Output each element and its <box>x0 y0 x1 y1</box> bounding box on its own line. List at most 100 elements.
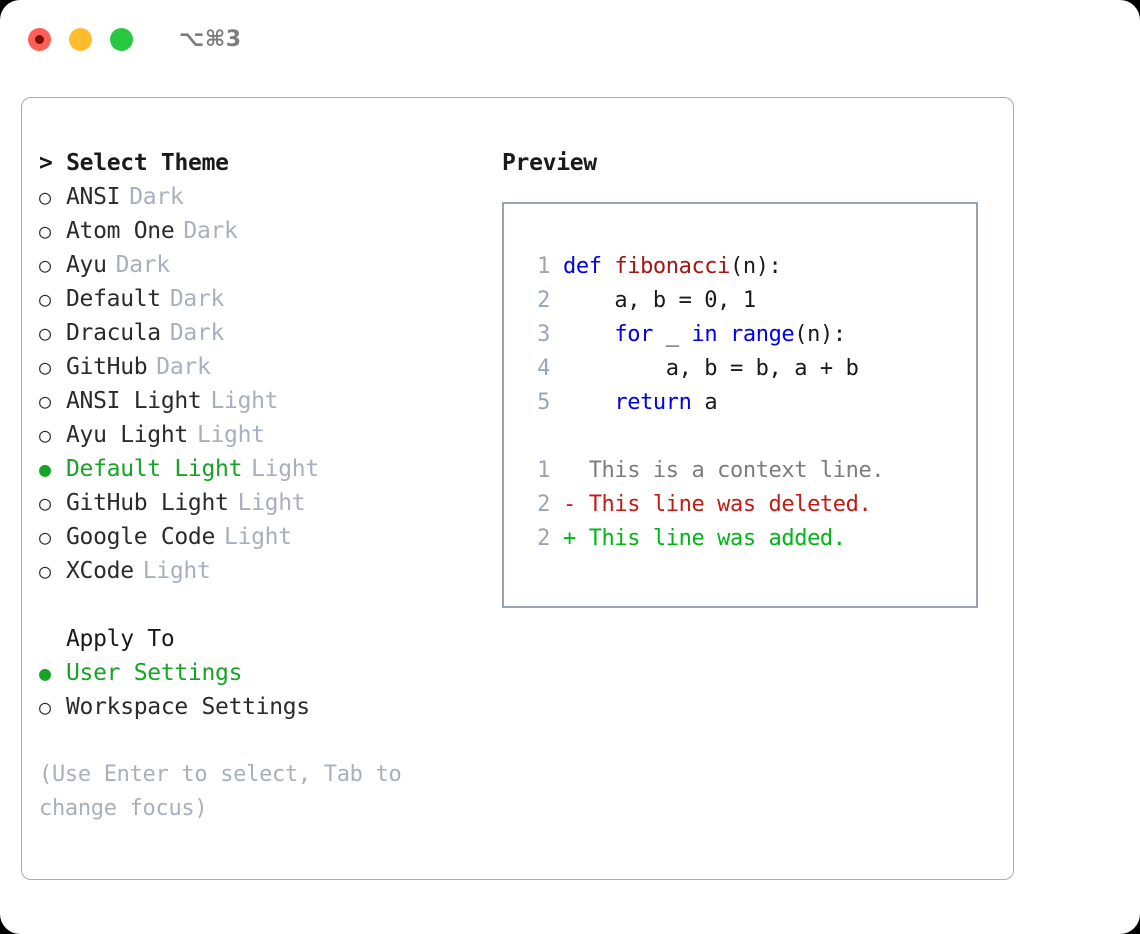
theme-option-ansi[interactable]: ○ ANSI Dark <box>39 180 490 214</box>
theme-option-label: GitHub <box>66 354 148 380</box>
code-line: 1 def fibonacci(n): <box>522 250 976 284</box>
minimize-window-button[interactable] <box>69 27 92 51</box>
theme-option-label: GitHub Light <box>66 490 229 516</box>
theme-variant-tag: Dark <box>169 320 225 346</box>
code-token-plain: (n): <box>730 254 782 279</box>
code-line: 4 a, b = b, a + b <box>522 352 976 386</box>
code-line-text: a, b = b, a + b <box>563 352 859 386</box>
radio-unselected-icon: ○ <box>39 525 51 549</box>
radio-selected-icon: ● <box>39 661 51 685</box>
code-line-number: 1 <box>537 254 550 279</box>
code-diff-spacer <box>522 420 976 454</box>
theme-variant-tag: Dark <box>183 218 238 244</box>
theme-variant-tag: Light <box>251 456 319 482</box>
select-theme-heading: > Select Theme <box>39 150 229 176</box>
theme-variant-tag: Light <box>142 558 211 584</box>
theme-option-label: XCode <box>66 558 134 584</box>
diff-line-text: This line was deleted. <box>588 492 872 517</box>
theme-option-ansi-light[interactable]: ○ ANSI Light Light <box>39 384 490 418</box>
theme-variant-tag: Dark <box>115 252 171 278</box>
close-window-button[interactable] <box>28 27 51 51</box>
window-controls <box>28 27 133 51</box>
theme-option-label: Default Light <box>66 456 243 482</box>
radio-unselected-icon: ○ <box>39 491 51 515</box>
code-token-kw: return <box>614 390 692 415</box>
theme-variant-tag: Light <box>196 422 265 448</box>
code-token-plain: _ <box>652 322 692 347</box>
keyboard-shortcut-label: ⌥⌘3 <box>179 26 242 52</box>
theme-variant-tag: Light <box>224 524 292 550</box>
radio-unselected-icon: ○ <box>39 321 51 345</box>
diff-marker: + <box>563 526 589 551</box>
code-line-number: 5 <box>537 390 550 415</box>
theme-variant-tag: Dark <box>129 184 184 210</box>
theme-option-xcode[interactable]: ○ XCode Light <box>39 554 490 588</box>
radio-unselected-icon: ○ <box>39 253 51 277</box>
radio-unselected-icon: ○ <box>39 559 51 583</box>
apply-option-workspace-settings[interactable]: ○Workspace Settings <box>39 690 490 724</box>
apply-option-label: User Settings <box>66 660 243 686</box>
code-line: 5 return a <box>522 386 976 420</box>
code-line-number: 4 <box>537 356 550 381</box>
code-token-plain <box>563 390 614 415</box>
diff-marker <box>563 454 589 488</box>
code-line-text: return a <box>563 386 717 420</box>
code-token-kw: for <box>614 322 653 347</box>
theme-option-github[interactable]: ○ GitHub Dark <box>39 350 490 384</box>
theme-variant-tag: Light <box>210 388 279 414</box>
theme-option-label: ANSI Light <box>66 388 202 414</box>
theme-variant-tag: Light <box>237 490 306 516</box>
theme-option-google-code[interactable]: ○ Google Code Light <box>39 520 490 554</box>
code-token-plain: a, b = b, a + b <box>563 356 859 381</box>
code-token-plain <box>717 322 730 347</box>
radio-selected-icon: ● <box>39 457 51 481</box>
theme-option-label: Ayu Light <box>66 422 188 448</box>
code-token-plain: a <box>691 390 718 415</box>
theme-variant-tag: Dark <box>156 354 211 380</box>
code-token-plain <box>563 322 614 347</box>
apply-option-user-settings[interactable]: ● User Settings <box>39 656 490 690</box>
diff-line-text: This is a context line. <box>588 458 885 483</box>
diff-marker: - <box>563 492 589 517</box>
radio-unselected-icon: ○ <box>39 389 51 413</box>
section-spacer <box>39 588 490 622</box>
radio-unselected-icon: ○ <box>39 355 51 379</box>
code-token-kw: in <box>691 322 718 347</box>
radio-unselected-icon: ○ <box>39 287 51 311</box>
code-line-text: def fibonacci(n): <box>563 250 782 284</box>
diff-line-number: 1 <box>537 458 550 483</box>
maximize-window-button[interactable] <box>110 27 133 51</box>
theme-option-label: Dracula <box>66 320 161 346</box>
radio-unselected-icon: ○ <box>39 185 51 209</box>
theme-option-dracula[interactable]: ○ Dracula Dark <box>39 316 490 350</box>
code-line: 2 a, b = 0, 1 <box>522 284 976 318</box>
code-line-text: a, b = 0, 1 <box>563 284 756 318</box>
preview-heading: Preview <box>502 150 597 176</box>
code-line: 3 for _ in range(n): <box>522 318 976 352</box>
diff-line: 2- This line was deleted. <box>522 488 976 522</box>
theme-option-label: ANSI <box>66 184 121 210</box>
code-line-number: 3 <box>537 322 550 347</box>
theme-option-github-light[interactable]: ○ GitHub Light Light <box>39 486 490 520</box>
code-token-kw: range <box>730 322 795 347</box>
apply-option-label: Workspace Settings <box>66 694 310 720</box>
diff-sample: 1 This is a context line. 2- This line wa… <box>522 454 976 556</box>
code-line-number: 2 <box>537 288 550 313</box>
diff-line: 2+ This line was added. <box>522 522 976 556</box>
code-token-fn: fibonacci <box>614 254 730 279</box>
code-token-kw: def <box>563 254 615 279</box>
title-bar: ⌥⌘3 <box>0 0 1140 78</box>
theme-option-default-light[interactable]: ● Default Light Light <box>39 452 490 486</box>
diff-line-number: 2 <box>537 492 550 517</box>
code-token-plain: a, b = 0, 1 <box>563 288 756 313</box>
theme-option-label: Google Code <box>66 524 216 550</box>
